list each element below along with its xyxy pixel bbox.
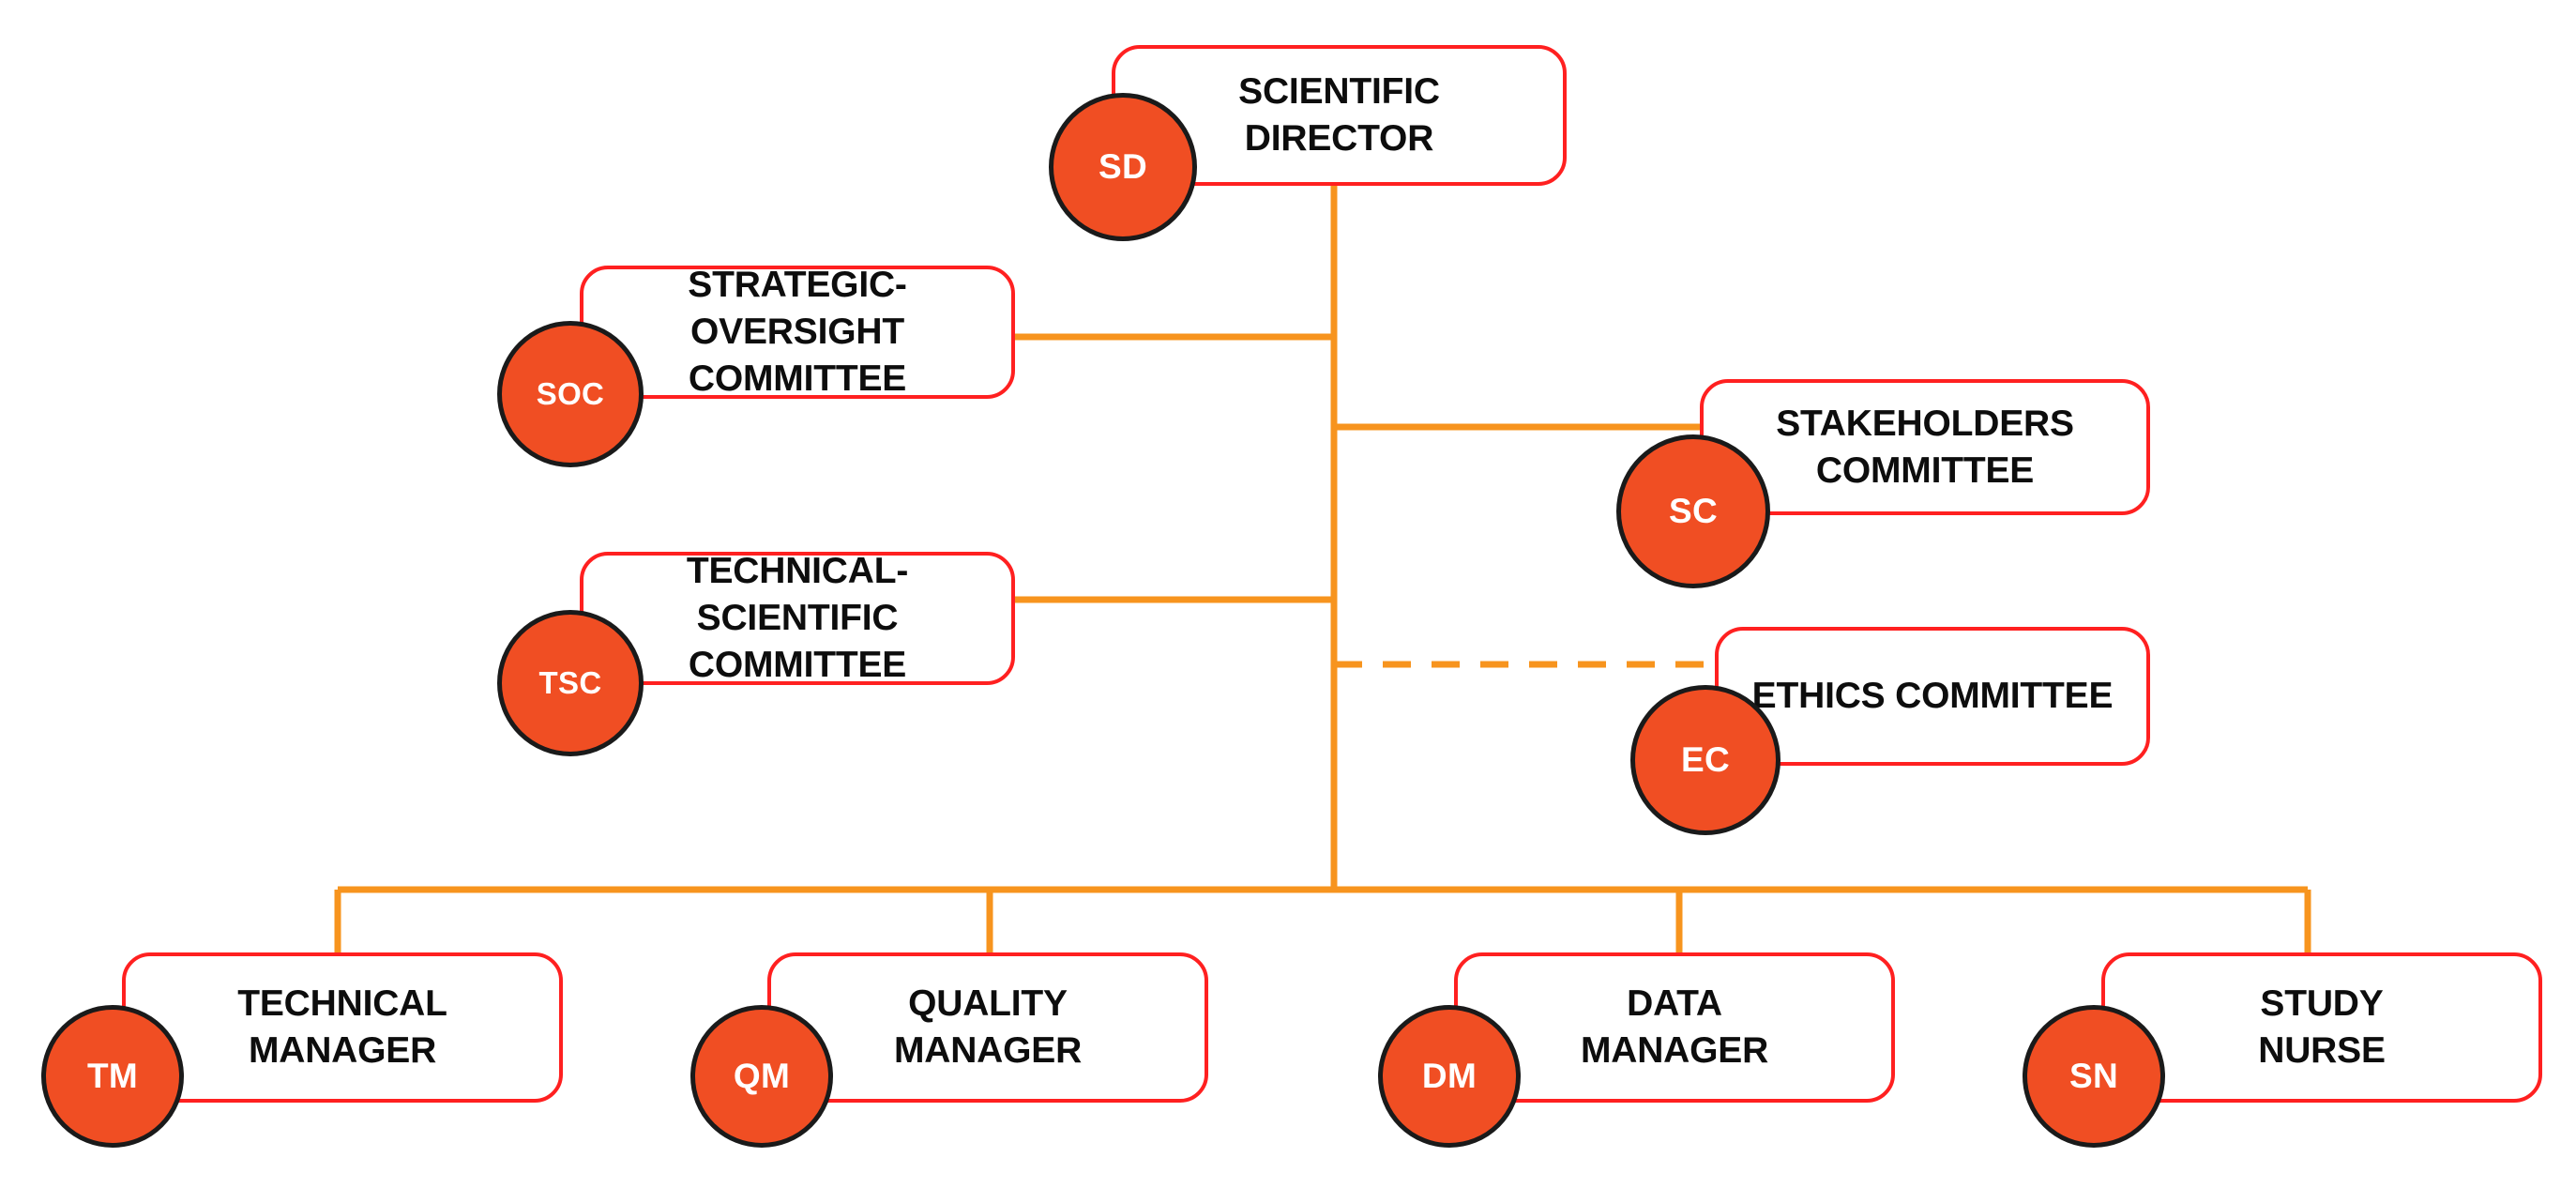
node-sn-label: STUDY NURSE	[2258, 983, 2386, 1071]
node-qm-circle[interactable]: QM	[690, 1005, 833, 1148]
node-dm-circle[interactable]: DM	[1378, 1005, 1521, 1148]
node-soc-label: STRATEGIC-OVERSIGHT COMMITTEE	[688, 265, 907, 399]
node-qm-box[interactable]: QUALITY MANAGER	[767, 952, 1208, 1103]
node-sd-abbr: SD	[1099, 147, 1147, 186]
node-soc-box[interactable]: STRATEGIC-OVERSIGHT COMMITTEE	[580, 265, 1015, 399]
node-sd-label: SCIENTIFIC DIRECTOR	[1238, 71, 1440, 159]
node-tsc-box[interactable]: TECHNICAL-SCIENTIFIC COMMITTEE	[580, 551, 1015, 685]
node-sc-circle[interactable]: SC	[1616, 434, 1770, 588]
node-sd-circle[interactable]: SD	[1049, 93, 1197, 241]
node-soc-abbr: SOC	[536, 376, 605, 411]
node-tsc-abbr: TSC	[538, 665, 602, 700]
node-dm-abbr: DM	[1421, 1057, 1477, 1095]
node-tm-circle[interactable]: TM	[41, 1005, 184, 1148]
node-tm-abbr: TM	[86, 1057, 139, 1095]
node-ec-label: ETHICS COMMITTEE	[1751, 676, 2114, 717]
node-ec-box[interactable]: ETHICS COMMITTEE	[1715, 627, 2150, 766]
node-soc-circle[interactable]: SOC	[497, 321, 644, 467]
node-sn-box[interactable]: STUDY NURSE	[2101, 952, 2542, 1103]
node-dm-label: DATA MANAGER	[1580, 983, 1769, 1071]
node-sc-box[interactable]: STAKEHOLDERS COMMITTEE	[1700, 379, 2150, 515]
node-sn-circle[interactable]: SN	[2023, 1005, 2165, 1148]
node-tsc-circle[interactable]: TSC	[497, 610, 644, 756]
node-tm-box[interactable]: TECHNICAL MANAGER	[122, 952, 563, 1103]
node-tm-label: TECHNICAL MANAGER	[237, 983, 447, 1071]
node-qm-label: QUALITY MANAGER	[893, 983, 1083, 1071]
node-qm-abbr: QM	[733, 1057, 791, 1095]
node-sc-label: STAKEHOLDERS COMMITTEE	[1776, 403, 2074, 491]
node-ec-circle[interactable]: EC	[1630, 685, 1780, 835]
node-tsc-label: TECHNICAL-SCIENTIFIC COMMITTEE	[686, 551, 909, 685]
node-sn-abbr: SN	[2069, 1057, 2118, 1095]
node-sc-abbr: SC	[1669, 492, 1718, 530]
node-ec-abbr: EC	[1681, 740, 1730, 779]
